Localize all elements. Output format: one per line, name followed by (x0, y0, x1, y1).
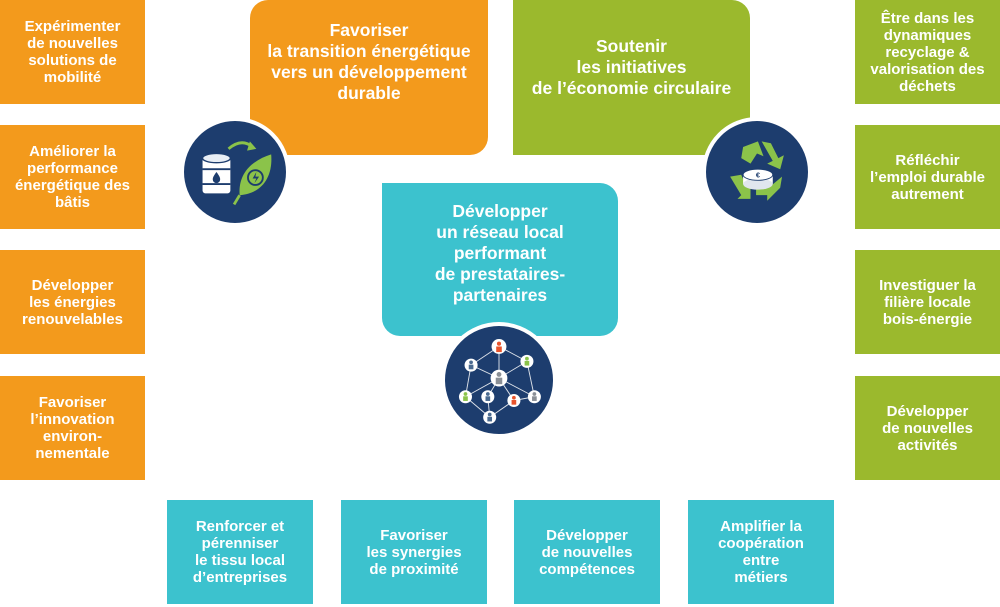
oil-barrel-to-leaf-icon (180, 117, 290, 227)
recycle-coin-icon: € (702, 117, 812, 227)
people-network-icon (441, 322, 557, 438)
svg-text:€: € (756, 171, 760, 180)
